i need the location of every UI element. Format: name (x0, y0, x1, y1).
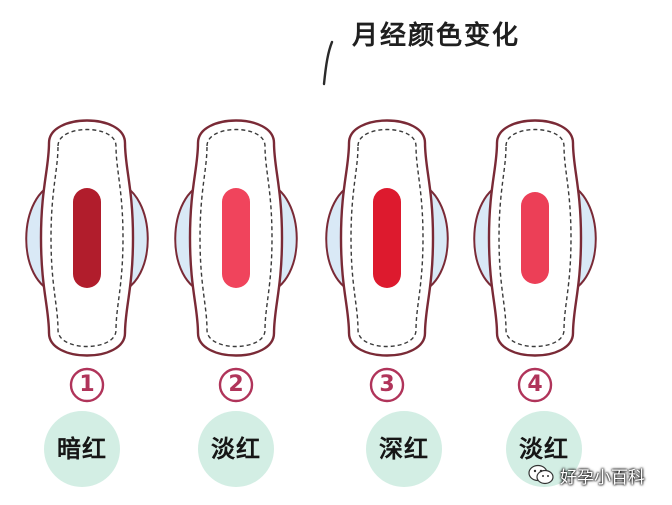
blood-stain (521, 192, 549, 284)
watermark: 好孕小百科 (528, 462, 645, 488)
pad-2 (174, 119, 298, 357)
number-badge-4: 4 (516, 366, 554, 404)
color-label: 淡红 (519, 435, 569, 463)
color-label-bubble-4: 淡红 (506, 411, 582, 487)
pad-3 (325, 119, 449, 357)
number-text: 2 (228, 372, 244, 397)
blood-stain (73, 188, 101, 288)
color-label: 淡红 (211, 435, 261, 463)
color-label: 深红 (379, 435, 429, 463)
color-label-bubble-3: 深红 (366, 411, 442, 487)
color-label-bubble-2: 淡红 (198, 411, 274, 487)
pad-1 (25, 119, 149, 357)
blood-stain (222, 188, 250, 288)
number-ring-1 (69, 367, 105, 403)
watermark-text: 好孕小百科 (560, 467, 645, 488)
pad-4 (473, 119, 597, 357)
number-text: 1 (79, 372, 95, 397)
color-label: 暗红 (57, 435, 107, 463)
number-rings (69, 367, 553, 403)
number-text: 3 (379, 372, 395, 397)
number-text: 4 (527, 372, 543, 397)
page-title: 月经颜色变化 (352, 21, 521, 51)
number-ring-4 (517, 367, 553, 403)
pen-stroke-decoration (322, 40, 334, 86)
number-ring-2 (218, 367, 254, 403)
number-ring-3 (369, 367, 405, 403)
number-badge-2: 2 (217, 366, 255, 404)
number-badge-3: 3 (368, 366, 406, 404)
blood-stain (373, 188, 401, 288)
number-badge-1: 1 (68, 366, 106, 404)
wechat-bubble-icon (528, 464, 554, 485)
color-label-bubble-1: 暗红 (44, 411, 120, 487)
